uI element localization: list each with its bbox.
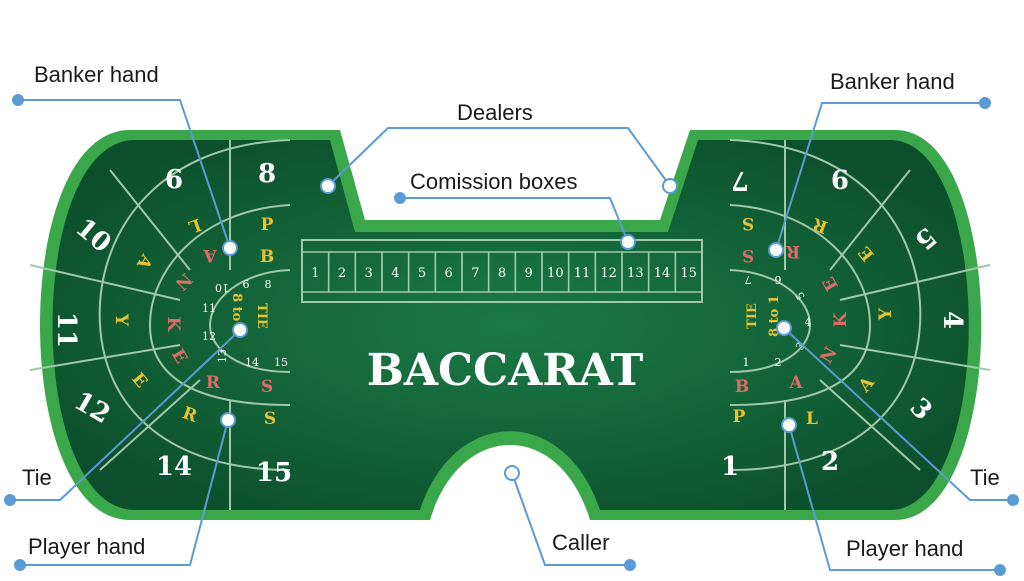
commission-box-number: 4 bbox=[391, 266, 399, 281]
svg-text:6: 6 bbox=[775, 273, 782, 286]
svg-text:7: 7 bbox=[745, 273, 752, 286]
commission-box-number: 3 bbox=[365, 266, 373, 281]
commission-box-number: 7 bbox=[471, 266, 479, 281]
svg-text:B: B bbox=[260, 247, 274, 267]
right-banker-word: B A N K E R bbox=[735, 241, 851, 397]
svg-text:P: P bbox=[733, 407, 746, 427]
right-tie-label: TIE bbox=[745, 303, 760, 329]
left-tie-label: TIE bbox=[254, 303, 269, 329]
svg-text:R: R bbox=[206, 373, 221, 393]
svg-text:12: 12 bbox=[202, 330, 216, 343]
right-seat-9: 9 bbox=[831, 163, 849, 193]
commission-box-number: 10 bbox=[547, 266, 564, 281]
commission-box bbox=[674, 251, 703, 293]
label-tie-right: Tie bbox=[970, 465, 1000, 490]
left-seat-8: 8 bbox=[258, 159, 276, 189]
commission-box-number: 15 bbox=[680, 266, 697, 281]
svg-text:B: B bbox=[735, 377, 749, 397]
left-seat-14: 14 bbox=[156, 452, 192, 482]
table-felt bbox=[52, 140, 969, 510]
commission-box-number: 6 bbox=[445, 266, 453, 281]
svg-text:S: S bbox=[742, 245, 754, 265]
label-dealers: Dealers bbox=[457, 100, 533, 125]
svg-text:A: A bbox=[788, 373, 803, 393]
commission-box-number: 2 bbox=[338, 266, 346, 281]
label-banker-hand-left: Banker hand bbox=[34, 62, 159, 87]
svg-text:Y: Y bbox=[876, 307, 896, 321]
label-player-hand-right: Player hand bbox=[846, 536, 963, 561]
commission-box-number: 5 bbox=[418, 266, 426, 281]
svg-text:13: 13 bbox=[216, 349, 229, 363]
commission-box-number: 1 bbox=[311, 266, 319, 281]
svg-text:S: S bbox=[264, 409, 276, 429]
right-seat-1: 1 bbox=[721, 452, 739, 482]
commission-box-number: 11 bbox=[574, 266, 591, 281]
commission-box-number: 8 bbox=[498, 266, 506, 281]
left-seat-11: 11 bbox=[51, 312, 81, 348]
label-banker-hand-right: Banker hand bbox=[830, 69, 955, 94]
svg-text:14: 14 bbox=[245, 356, 259, 369]
table-title: BACCARAT bbox=[367, 345, 644, 396]
svg-text:L: L bbox=[806, 409, 818, 429]
label-commission-boxes: Comission boxes bbox=[410, 169, 578, 194]
right-seat-2: 2 bbox=[821, 447, 839, 477]
svg-text:P: P bbox=[261, 215, 274, 235]
callout-lines bbox=[10, 99, 1013, 571]
svg-text:S: S bbox=[261, 377, 273, 397]
svg-text:2: 2 bbox=[775, 356, 782, 369]
svg-text:11: 11 bbox=[202, 302, 216, 315]
svg-text:1: 1 bbox=[743, 356, 750, 369]
left-seat-6: 6 bbox=[165, 165, 183, 195]
right-seat-4: 4 bbox=[937, 311, 967, 329]
svg-text:A: A bbox=[203, 245, 218, 265]
svg-text:Y: Y bbox=[111, 313, 131, 327]
svg-text:15: 15 bbox=[274, 356, 288, 369]
commission-box-number: 12 bbox=[600, 266, 617, 281]
commission-box-number: 13 bbox=[627, 266, 644, 281]
label-tie-left: Tie bbox=[22, 465, 52, 490]
left-seat-15: 15 bbox=[256, 458, 292, 488]
svg-text:10: 10 bbox=[215, 281, 229, 294]
svg-text:K: K bbox=[831, 311, 851, 327]
svg-text:K: K bbox=[163, 317, 183, 333]
label-caller: Caller bbox=[552, 530, 609, 555]
svg-text:S: S bbox=[742, 213, 754, 233]
svg-text:4: 4 bbox=[805, 316, 812, 329]
commission-box-number: 14 bbox=[654, 266, 671, 281]
callout-dots bbox=[4, 94, 1019, 576]
svg-text:8: 8 bbox=[265, 278, 272, 291]
svg-text:R: R bbox=[785, 241, 800, 261]
callout-labels: Banker hand Banker hand Dealers Comissio… bbox=[22, 62, 1000, 561]
label-player-hand-left: Player hand bbox=[28, 534, 145, 559]
right-seat-7: 7 bbox=[731, 165, 749, 195]
commission-box-number: 9 bbox=[525, 266, 533, 281]
svg-text:6: 6 bbox=[243, 278, 250, 291]
